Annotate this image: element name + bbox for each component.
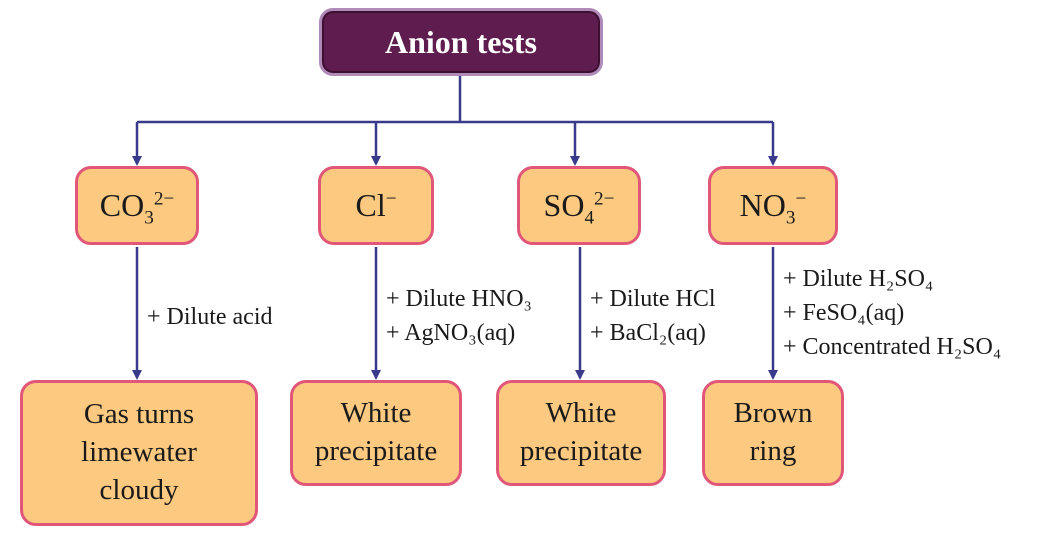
result-box-chloride: White precipitate xyxy=(290,380,462,486)
anion-label-nitrate: NO3− xyxy=(739,186,807,229)
anion-label-carbonate: CO32− xyxy=(99,186,175,229)
result-box-carbonate: Gas turns limewater cloudy xyxy=(20,380,258,526)
anion-box-chloride: Cl− xyxy=(318,166,434,245)
result-box-nitrate: Brown ring xyxy=(702,380,844,486)
title-text: Anion tests xyxy=(384,23,537,60)
reagent-line: + Concentrated H₂SO₄ xyxy=(783,334,1002,360)
reagent-line: + AgNO₃(aq) xyxy=(386,320,516,346)
result-line: Gas turns xyxy=(83,398,195,431)
title-box: Anion tests xyxy=(319,8,603,76)
result-line: White xyxy=(545,397,617,430)
result-line: ring xyxy=(749,435,797,467)
reagent-line: + Dilute acid xyxy=(147,304,273,330)
reagent-carbonate: + Dilute acid xyxy=(147,300,273,334)
anion-box-sulfate: SO42− xyxy=(517,166,641,245)
reagent-sulfate: + Dilute HCl + BaCl₂(aq) xyxy=(590,282,716,350)
reagent-line: + FeSO₄(aq) xyxy=(783,300,905,326)
result-box-sulfate: White precipitate xyxy=(496,380,666,486)
reagent-line: + Dilute HNO₃ xyxy=(386,286,532,312)
reagent-chloride: + Dilute HNO₃ + AgNO₃(aq) xyxy=(386,282,532,350)
anion-label-chloride: Cl− xyxy=(355,186,397,223)
result-line: Brown xyxy=(733,397,813,430)
reagent-line: + BaCl₂(aq) xyxy=(590,320,706,346)
reagent-nitrate: + Dilute H₂SO₄ + FeSO₄(aq) + Concentrate… xyxy=(783,262,1001,364)
anion-box-carbonate: CO32− xyxy=(75,166,199,245)
result-line: White xyxy=(340,397,412,430)
result-line: cloudy xyxy=(99,473,179,506)
reagent-line: + Dilute HCl xyxy=(590,286,716,312)
result-line: limewater xyxy=(81,436,197,469)
result-line: precipitate xyxy=(314,435,438,467)
anion-box-nitrate: NO3− xyxy=(708,166,838,245)
anion-label-sulfate: SO42− xyxy=(543,186,615,229)
reagent-line: + Dilute H₂SO₄ xyxy=(783,266,934,292)
result-line: precipitate xyxy=(519,435,643,467)
